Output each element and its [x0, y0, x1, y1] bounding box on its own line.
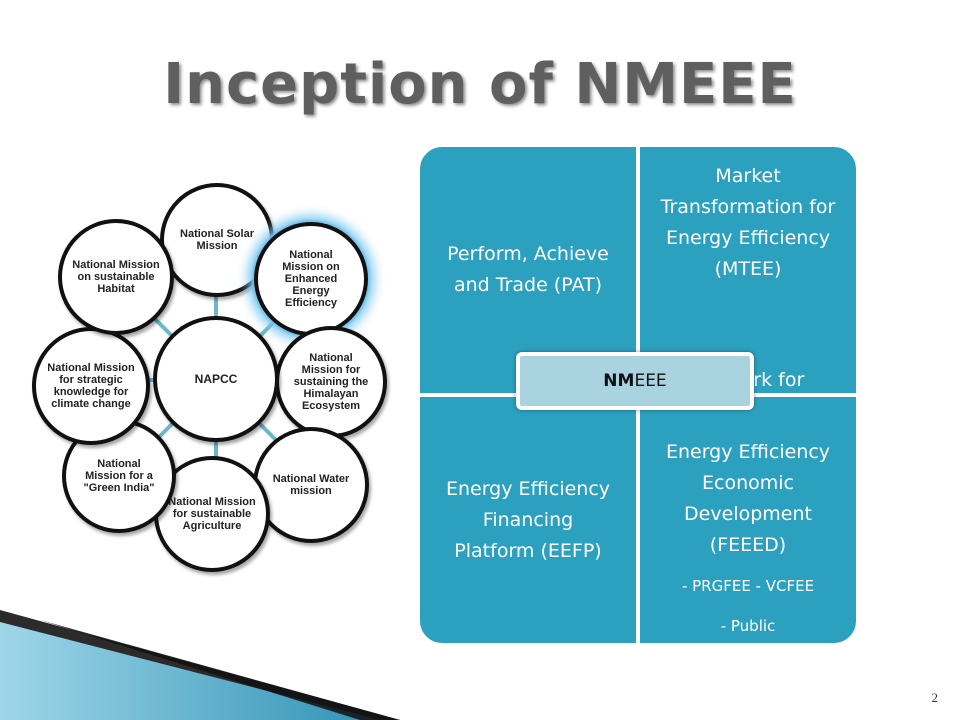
quadrant-eefp-label: Energy Efficiency Financing Platform (EE… [445, 477, 611, 562]
mission-green-india-label: National Mission for a "Green India" [83, 458, 155, 494]
mission-habitat-circle: National Mission on sustainable Habitat [58, 219, 174, 335]
quadrant-feeed-label: Energy Efficiency Economic Development (… [665, 441, 831, 556]
quadrant-pat-label: Perform, Achieve and Trade (PAT) [447, 243, 609, 296]
mission-habitat-label: National Mission on sustainable Habitat [72, 259, 160, 295]
slide-title: Inception of NMEEE [163, 52, 797, 117]
nmeee-center-bold: NM [603, 371, 635, 391]
mission-solar-label: National Solar Mission [180, 228, 254, 252]
quadrant-feeed: ork for Energy Efficiency Economic Devel… [638, 369, 858, 645]
page-number: 2 [931, 690, 939, 705]
mission-himalayan-circle: National Mission for sustaining the Hima… [275, 326, 387, 438]
mission-himalayan-label: National Mission for sustaining the Hima… [293, 352, 369, 412]
quadrant-feeed-sub2: - Public [720, 617, 776, 635]
mission-energy-efficiency-label: National Mission on Enhanced Energy Effi… [282, 249, 340, 309]
quadrant-feeed-sub1: - PRGFEE - VCFEE [681, 577, 815, 595]
mission-knowledge-label: National Mission for strategic knowledge… [47, 362, 135, 410]
mission-water-label: National Water mission [272, 473, 350, 497]
mission-agriculture-label: National Mission for sustainable Agricul… [168, 496, 256, 532]
mission-water-circle: National Water mission [253, 427, 369, 543]
nmeee-center-rest: EEE [634, 371, 667, 391]
mission-energy-efficiency-circle: National Mission on Enhanced Energy Effi… [254, 222, 368, 336]
decorative-swoosh [0, 610, 400, 720]
quadrant-mtee-label: Market Transformation for Energy Efficie… [660, 165, 836, 280]
quadrant-eefp: Energy Efficiency Financing Platform (EE… [418, 395, 638, 645]
napcc-hub-label: NAPCC [194, 372, 238, 386]
mission-knowledge-circle: National Mission for strategic knowledge… [32, 327, 150, 445]
napcc-hub-circle: NAPCC [153, 316, 279, 442]
quadrant-feeed-fragment: ork for [741, 369, 805, 391]
